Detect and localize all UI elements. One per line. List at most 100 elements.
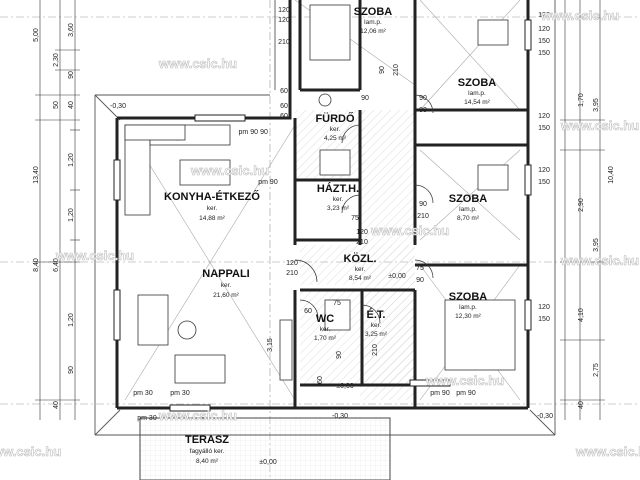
svg-text:ker.: ker. [371, 322, 382, 329]
room-et: É.T.ker.3,25 m² [365, 308, 388, 338]
svg-text:2,30: 2,30 [53, 53, 60, 67]
svg-text:ker.: ker. [330, 126, 341, 133]
svg-text:90: 90 [68, 366, 75, 374]
right-dimensions: 3,95 1,70 3,95 2,90 4,10 2,75 10,40 40 [578, 93, 615, 409]
svg-text:±0,00: ±0,00 [388, 273, 406, 280]
svg-text:8,54 m²: 8,54 m² [349, 275, 372, 282]
room-name: SZOBA [449, 291, 488, 303]
room-kozl: KÖZL.ker. 8,54 m² [344, 252, 377, 282]
svg-text:60: 60 [304, 308, 312, 315]
svg-text:1,70 m²: 1,70 m² [314, 335, 337, 342]
svg-text:150: 150 [538, 179, 550, 186]
svg-text:www.csic.hu: www.csic.hu [540, 8, 619, 23]
svg-text:1,20: 1,20 [68, 313, 75, 327]
svg-text:60: 60 [280, 103, 288, 110]
svg-text:±0,00: ±0,00 [336, 383, 354, 390]
svg-text:90: 90 [416, 277, 424, 284]
svg-text:www.csic.hu: www.csic.hu [0, 444, 61, 459]
svg-text:60: 60 [280, 113, 288, 120]
svg-text:pm 30: pm 30 [137, 415, 157, 422]
svg-text:www.csic.hu: www.csic.hu [560, 253, 639, 268]
doors [294, 94, 434, 324]
svg-text:120: 120 [538, 12, 550, 19]
svg-text:www.csic.hu: www.csic.hu [55, 248, 134, 263]
svg-text:ker.: ker. [333, 196, 344, 203]
svg-text:3,25 m²: 3,25 m² [365, 331, 388, 338]
svg-text:lam.p.: lam.p. [459, 304, 477, 311]
svg-text:pm 90: pm 90 [258, 179, 278, 186]
svg-text:ker.: ker. [320, 326, 331, 333]
svg-text:90: 90 [336, 351, 343, 359]
svg-text:120: 120 [278, 17, 290, 24]
svg-text:fagyálló ker.: fagyálló ker. [190, 448, 225, 455]
svg-text:40: 40 [53, 401, 60, 409]
svg-text:75: 75 [333, 300, 341, 307]
svg-text:90: 90 [419, 95, 427, 102]
svg-text:3,60: 3,60 [68, 23, 75, 37]
svg-text:21,60 m²: 21,60 m² [213, 292, 239, 299]
svg-text:4,10: 4,10 [578, 308, 585, 322]
svg-text:ker.: ker. [207, 205, 218, 212]
room-name: TERASZ [185, 434, 229, 446]
svg-text:210: 210 [356, 239, 368, 246]
svg-text:90: 90 [419, 201, 427, 208]
svg-text:2,90: 2,90 [578, 198, 585, 212]
svg-text:www.csic.hu: www.csic.hu [158, 408, 237, 423]
svg-text:90: 90 [419, 107, 427, 114]
room-name: KÖZL. [344, 252, 377, 265]
right-dimension-lines [560, 0, 605, 420]
svg-text:1,20: 1,20 [68, 208, 75, 222]
svg-text:10,40: 10,40 [608, 166, 615, 184]
svg-text:4,25 m²: 4,25 m² [324, 135, 347, 142]
svg-text:40: 40 [578, 401, 585, 409]
left-dimension-lines [35, 0, 80, 420]
room-name: HÁZT.H. [317, 182, 359, 195]
svg-text:90: 90 [260, 129, 268, 136]
left-dimensions: 5,00 13,40 8,40 6,40 2,30 3,60 50 40 90 … [33, 23, 75, 409]
svg-text:8,40: 8,40 [33, 258, 40, 272]
svg-text:pm 30: pm 30 [133, 390, 153, 397]
furniture [124, 4, 516, 384]
svg-text:8,40 m²: 8,40 m² [196, 458, 219, 465]
svg-text:150: 150 [538, 125, 550, 132]
svg-text:90: 90 [68, 71, 75, 79]
svg-text:8,70 m²: 8,70 m² [457, 215, 480, 222]
svg-text:12,06 m²: 12,06 m² [360, 28, 386, 35]
svg-text:210: 210 [393, 64, 400, 76]
svg-text:120: 120 [538, 113, 550, 120]
svg-text:pm 30: pm 30 [170, 390, 190, 397]
svg-text:pm 90: pm 90 [239, 129, 259, 136]
room-haztb: HÁZT.H.ker.3,23 m² [317, 182, 359, 212]
svg-text:210: 210 [417, 213, 429, 220]
svg-text:ker.: ker. [355, 266, 366, 273]
svg-text:120: 120 [356, 229, 368, 236]
svg-text:lam.p.: lam.p. [459, 206, 477, 213]
roof-outline [94, 0, 556, 436]
svg-text:lam.p.: lam.p. [468, 90, 486, 97]
svg-text:1,20: 1,20 [68, 153, 75, 167]
svg-text:120: 120 [538, 26, 550, 33]
svg-text:14,54 m²: 14,54 m² [464, 99, 490, 106]
svg-text:90: 90 [361, 95, 369, 102]
svg-text:www.csic.hu: www.csic.hu [370, 223, 449, 238]
svg-text:6,40: 6,40 [53, 258, 60, 272]
svg-text:75: 75 [351, 215, 359, 222]
svg-text:120: 120 [538, 304, 550, 311]
svg-text:pm 90: pm 90 [456, 390, 476, 397]
svg-text:www.csic.hu: www.csic.hu [425, 373, 504, 388]
svg-text:3,15: 3,15 [267, 338, 274, 352]
svg-text:5,00: 5,00 [33, 28, 40, 42]
svg-text:www.csic.hu: www.csic.hu [158, 56, 237, 71]
svg-text:2,75: 2,75 [593, 363, 600, 377]
svg-text:www.csic.hu: www.csic.hu [190, 163, 269, 178]
svg-text:60: 60 [280, 88, 288, 95]
svg-text:14,88 m²: 14,88 m² [199, 215, 225, 222]
